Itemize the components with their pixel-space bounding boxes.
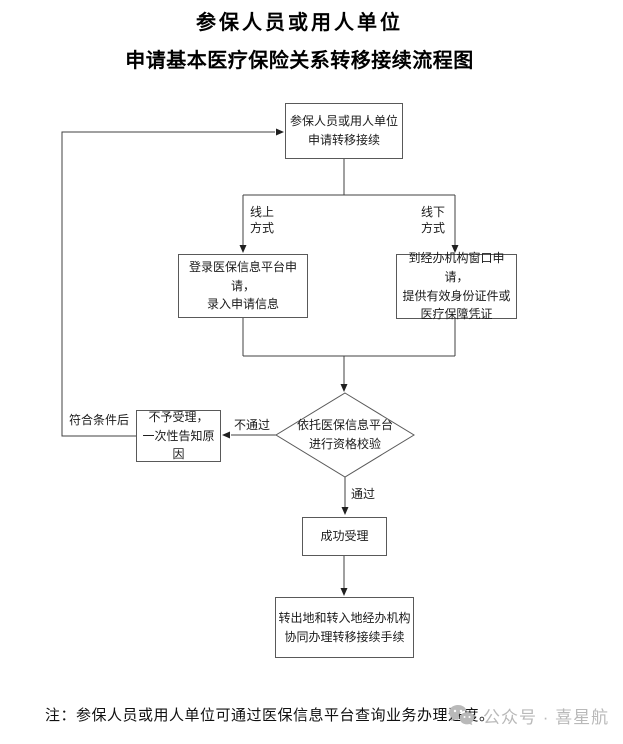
decision-diamond-shape	[275, 392, 415, 478]
edge-label-qualified: 符合条件后	[69, 413, 130, 427]
arrowhead-into-offline	[451, 245, 459, 253]
edge-label-fail: 不通过	[234, 418, 271, 432]
footnote: 注：参保人员或用人单位可通过医保信息平台查询业务办理进度。	[45, 708, 495, 724]
arrowhead-into-online	[239, 245, 247, 253]
arrowhead-into-apply	[276, 128, 284, 136]
edge-label-offline-method: 线下 方式	[421, 205, 446, 235]
node-transfer-box: 转出地和转入地经办机构 协同办理转移接续手续	[275, 597, 414, 658]
node-accept-box: 成功受理	[302, 517, 387, 556]
arrowhead-into-diamond	[340, 384, 348, 392]
arrowhead-into-transfer	[340, 588, 348, 596]
watermark-text: 公众号 · 喜星航	[483, 708, 610, 727]
wechat-icon	[449, 704, 474, 725]
edge-label-online-method: 线上 方式	[250, 205, 275, 235]
arrowhead-into-accept	[341, 507, 349, 515]
node-offline-apply-box: 到经办机构窗口申请， 提供有效身份证件或 医疗保障凭证	[396, 251, 517, 321]
watermark: 公众号 · 喜星航	[448, 703, 609, 728]
node-apply-box: 参保人员或用人单位 申请转移接续	[285, 103, 403, 159]
page-title-line2: 申请基本医疗保险关系转移接续流程图	[125, 50, 474, 72]
arrowhead-into-reject	[222, 431, 230, 439]
node-qualification-check-diamond: 依托医保信息平台 进行资格校验	[296, 418, 393, 451]
edge-feedback-line	[61, 131, 275, 437]
page-title-line1: 参保人员或用人单位	[196, 12, 403, 34]
node-reject-box: 不予受理， 一次性告知原因	[136, 410, 221, 462]
node-online-apply-box: 登录医保信息平台申请， 录入申请信息	[178, 254, 308, 318]
edge-label-pass: 通过	[351, 487, 376, 501]
page-title: 参保人员或用人单位 申请基本医疗保险关系转移接续流程图	[0, 6, 611, 73]
